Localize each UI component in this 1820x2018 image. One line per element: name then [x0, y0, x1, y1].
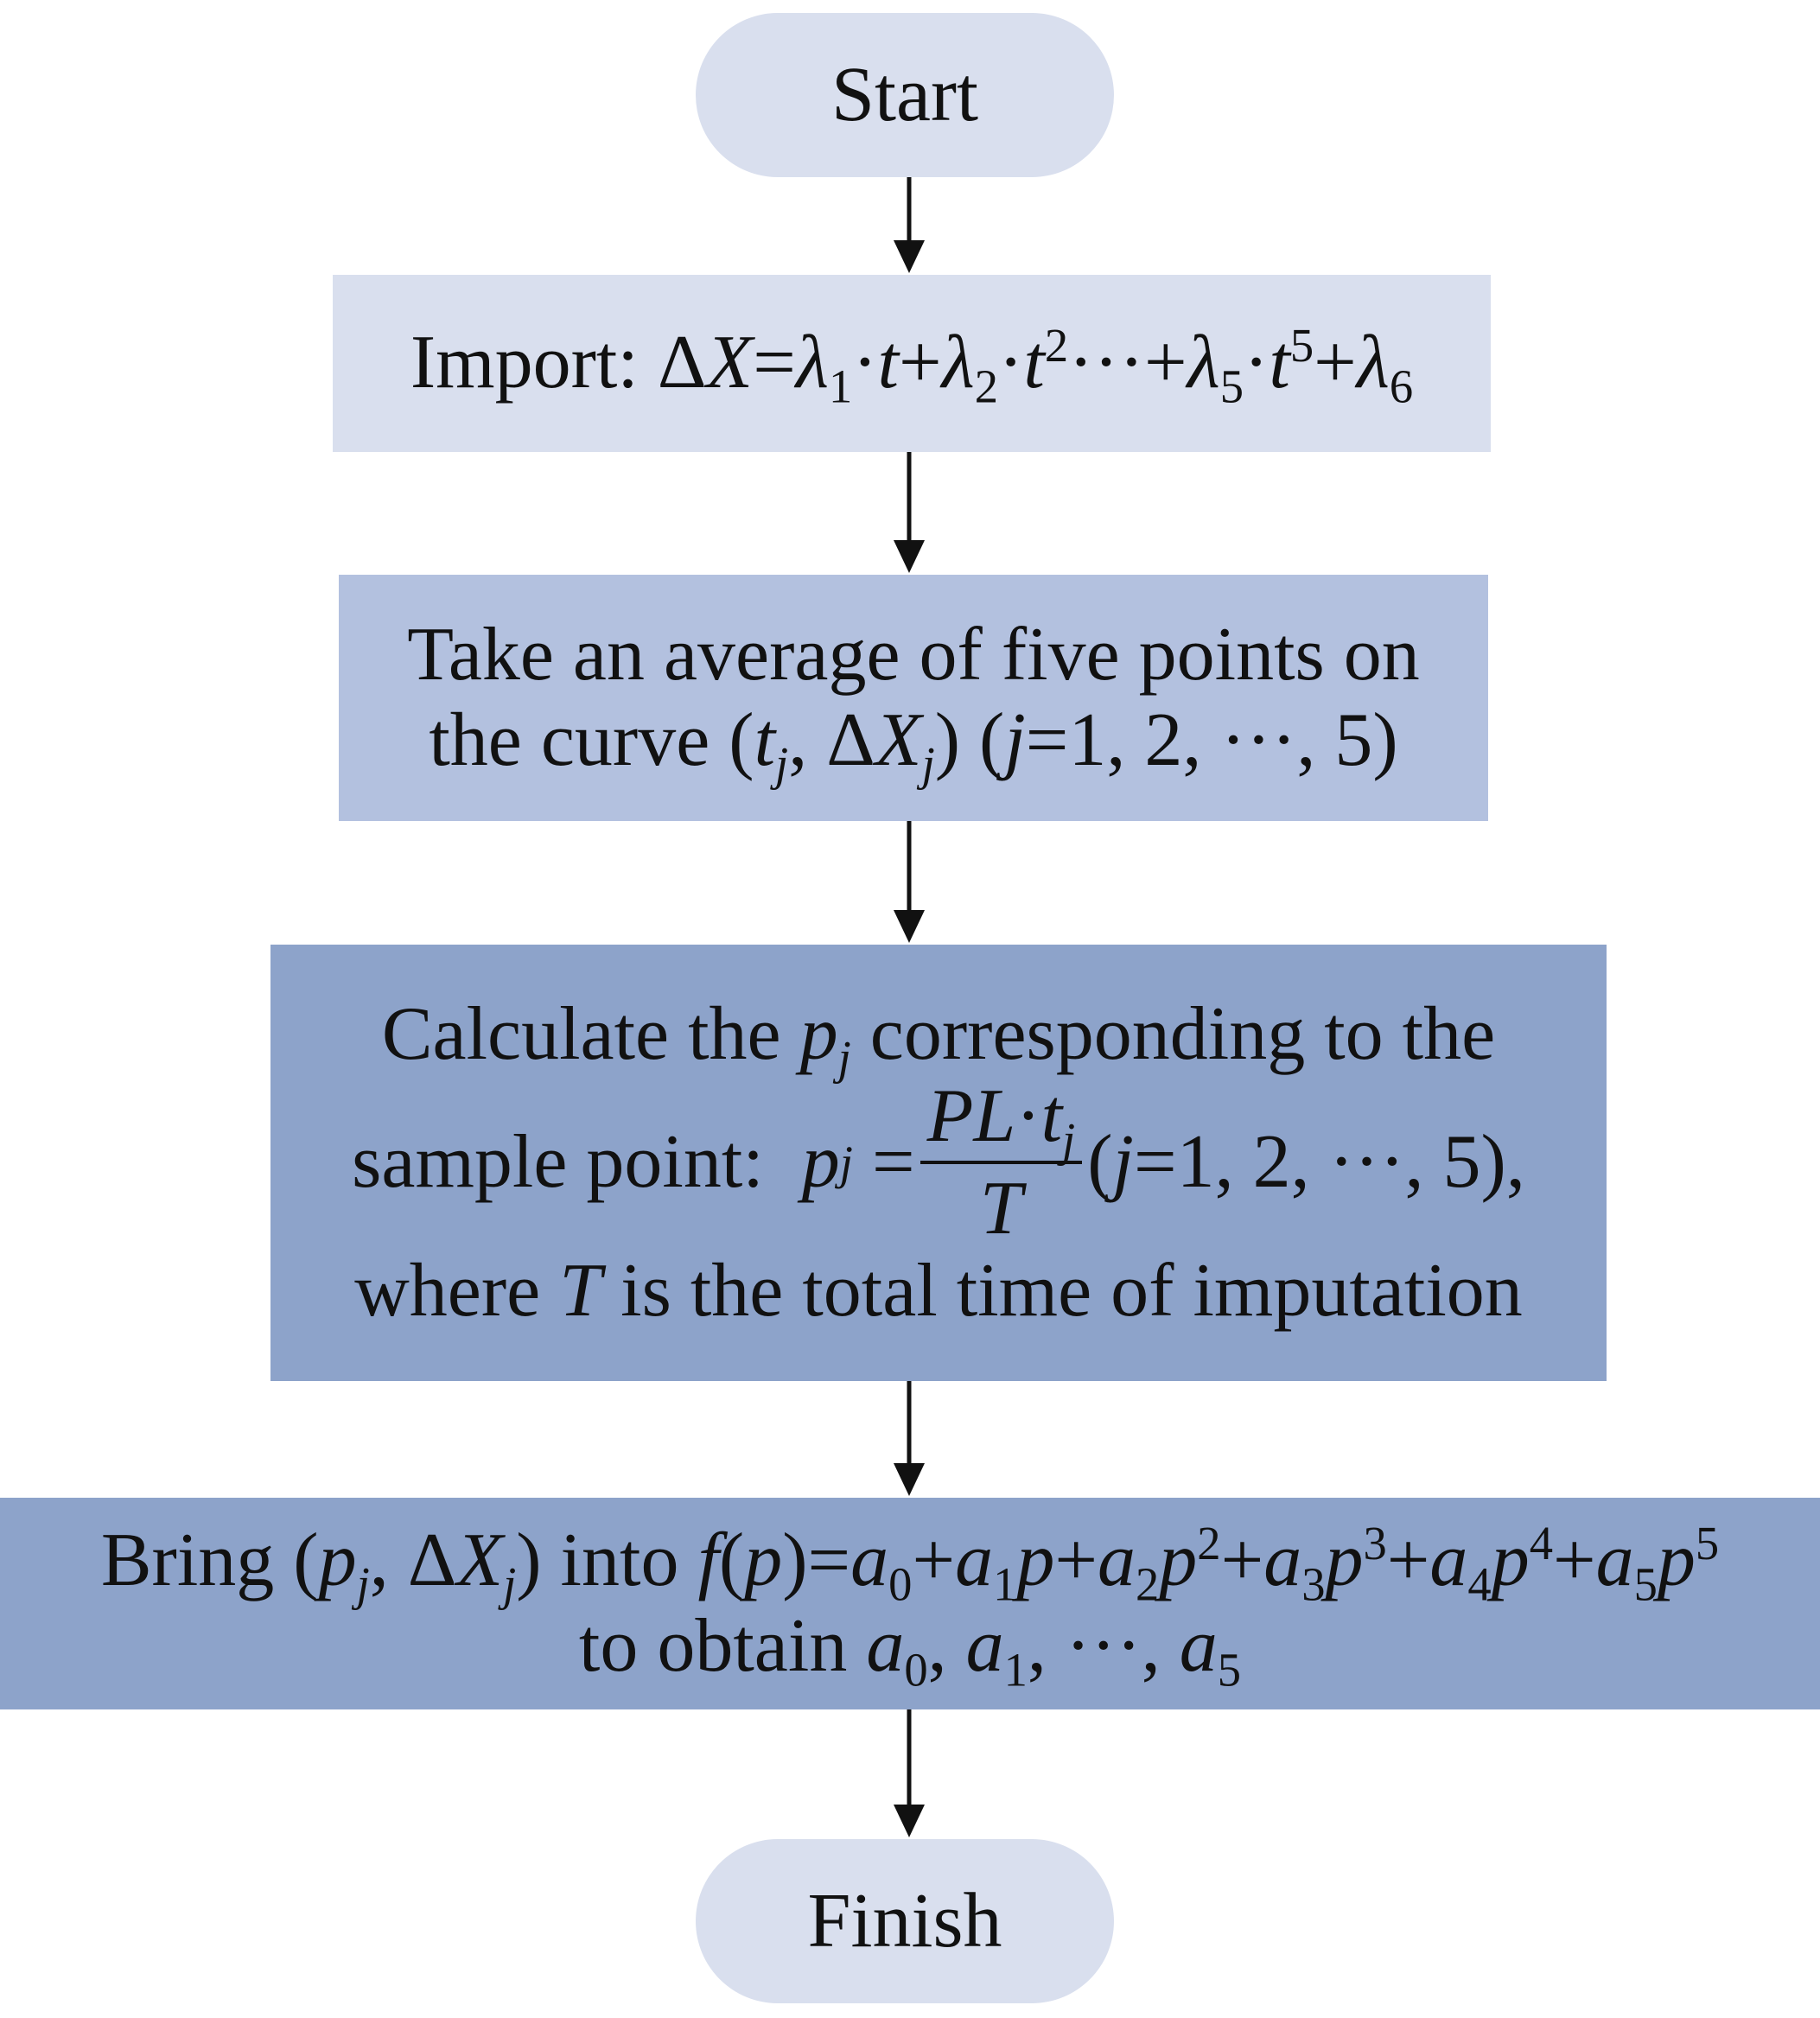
calculate-pj-line3: where T is the total time of imputation	[354, 1248, 1523, 1333]
finish-label: Finish	[807, 1877, 1002, 1964]
sample-point-prefix: sample point:	[352, 1120, 764, 1205]
calculate-pj-step-box: Calculate the pj corresponding to the sa…	[270, 945, 1607, 1381]
arrow-average-to-calculate	[894, 821, 925, 943]
arrow-start-to-import	[894, 177, 925, 273]
import-step-text: Import: ΔX=λ1·t+λ2·t2···+λ5·t5+λ6	[410, 319, 1414, 413]
start-label: Start	[831, 51, 978, 137]
arrow-import-to-average	[894, 452, 925, 573]
polynomial-fit-step-box: Bring (pj, ΔXj) into f(p)=a0+a1p+a2p2+a3…	[0, 1498, 1820, 1709]
start-terminal: Start	[696, 13, 1114, 177]
import-prefix: Import:	[410, 321, 658, 405]
average-points-line1: Take an average of five points on	[407, 612, 1420, 697]
polynomial-fit-line1: Bring (pj, ΔXj) into f(p)=a0+a1p+a2p2+a3…	[100, 1516, 1720, 1611]
arrow-calculate-to-polynomial	[894, 1381, 925, 1496]
finish-terminal: Finish	[696, 1839, 1114, 2003]
calculate-pj-line1: Calculate the pj corresponding to the	[381, 991, 1496, 1085]
average-points-step-box: Take an average of five points on the cu…	[339, 575, 1488, 821]
polynomial-fit-line2: to obtain a0, a1, ···, a5	[578, 1603, 1242, 1696]
arrow-polynomial-to-finish	[894, 1709, 925, 1837]
import-step-box: Import: ΔX=λ1·t+λ2·t2···+λ5·t5+λ6	[333, 275, 1491, 452]
average-points-line2: the curve (tj, ΔXj) (j=1, 2, ···, 5)	[429, 697, 1398, 790]
